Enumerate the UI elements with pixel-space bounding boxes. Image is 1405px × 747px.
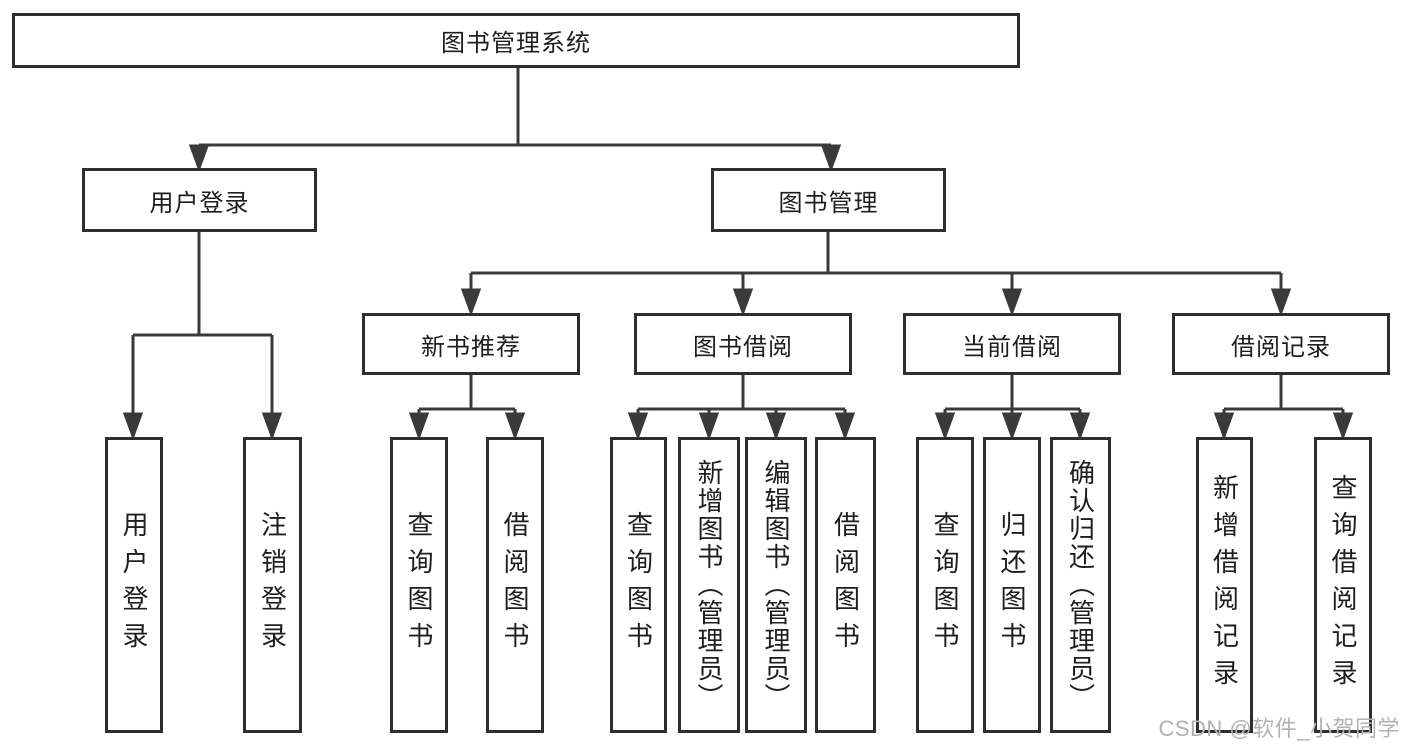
node-leaf-return-books-label: 归还图书: [997, 511, 1027, 659]
connector-root-to-level2: [188, 68, 842, 173]
node-leaf-query-books-3: 查询图书: [916, 437, 974, 733]
node-leaf-add-books-admin: 新增图书（管理员）: [678, 437, 740, 733]
node-leaf-logout: 注销登录: [243, 437, 302, 733]
node-leaf-query-borrow-record-label: 查询借阅记录: [1328, 474, 1358, 696]
connector-user-branch: [122, 232, 283, 441]
node-leaf-edit-books-admin: 编辑图书（管理员）: [745, 437, 807, 733]
node-leaf-add-books-admin-label: 新增图书（管理员）: [694, 459, 724, 711]
node-new-book-recommend: 新书推荐: [362, 313, 580, 375]
node-leaf-add-borrow-record-label: 新增借阅记录: [1209, 474, 1240, 696]
connector-borrow-branch: [627, 375, 856, 441]
node-leaf-borrow-books-1: 借阅图书: [486, 437, 544, 733]
connector-record-branch: [1213, 375, 1354, 441]
connector-book-to-level3: [460, 232, 1292, 317]
node-leaf-user-login-label: 用户登录: [119, 511, 149, 659]
node-leaf-logout-label: 注销登录: [257, 511, 288, 659]
csdn-watermark: CSDN @软件_小贺同学: [1158, 716, 1400, 741]
connector-newbook-branch: [408, 375, 526, 441]
node-leaf-return-books: 归还图书: [983, 437, 1041, 733]
node-leaf-user-login: 用户登录: [105, 437, 163, 733]
node-leaf-borrow-books-2: 借阅图书: [815, 437, 876, 733]
node-book-management-branch-label: 图书管理: [778, 189, 879, 217]
node-library-system: 图书管理系统: [12, 13, 1020, 68]
node-user-login-branch-label: 用户登录: [149, 189, 250, 217]
node-leaf-query-books-2: 查询图书: [610, 437, 667, 733]
node-new-book-recommend-label: 新书推荐: [421, 333, 521, 361]
node-user-login-branch: 用户登录: [82, 168, 317, 232]
node-book-borrowing-label: 图书借阅: [693, 333, 793, 361]
node-leaf-query-books-3-label: 查询图书: [930, 511, 960, 659]
node-current-borrowing: 当前借阅: [903, 313, 1121, 375]
node-leaf-query-books-1: 查询图书: [390, 437, 448, 733]
node-borrowing-records-label: 借阅记录: [1231, 333, 1331, 361]
node-current-borrowing-label: 当前借阅: [962, 333, 1062, 361]
node-leaf-edit-books-admin-label: 编辑图书（管理员）: [761, 459, 791, 711]
node-leaf-add-borrow-record: 新增借阅记录: [1196, 437, 1253, 733]
node-book-borrowing: 图书借阅: [634, 313, 852, 375]
node-leaf-confirm-return-admin-label: 确认归还（管理员）: [1065, 459, 1096, 711]
node-leaf-confirm-return-admin: 确认归还（管理员）: [1050, 437, 1111, 733]
node-leaf-query-borrow-record: 查询借阅记录: [1314, 437, 1372, 733]
node-borrowing-records: 借阅记录: [1172, 313, 1390, 375]
connector-current-branch: [934, 375, 1091, 441]
node-library-system-label: 图书管理系统: [441, 30, 591, 57]
node-leaf-query-books-2-label: 查询图书: [623, 511, 654, 659]
node-leaf-borrow-books-1-label: 借阅图书: [500, 511, 530, 659]
node-book-management-branch: 图书管理: [711, 168, 946, 232]
node-leaf-borrow-books-2-label: 借阅图书: [830, 511, 861, 659]
node-leaf-query-books-1-label: 查询图书: [404, 511, 434, 659]
